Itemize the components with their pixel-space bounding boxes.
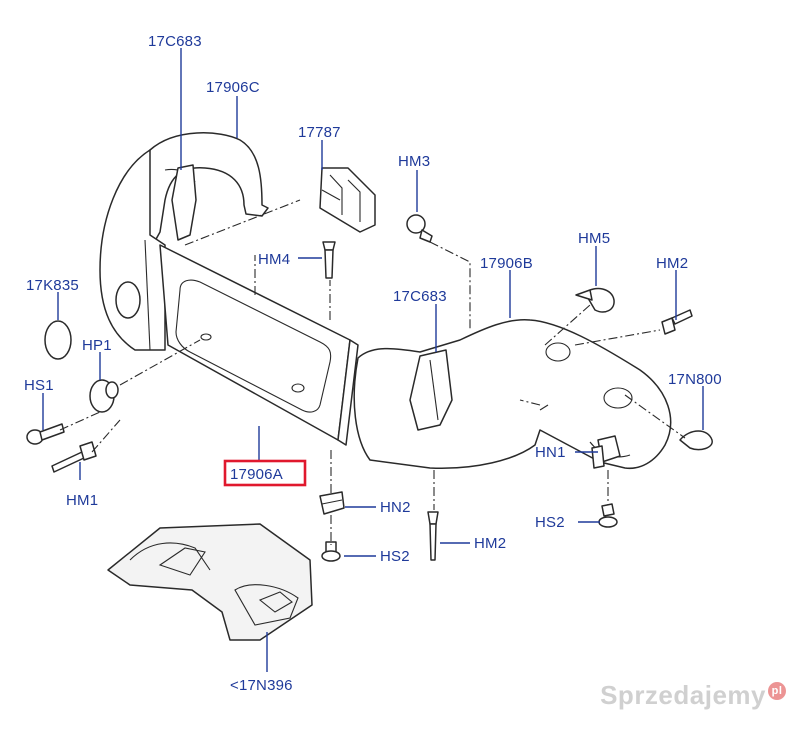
callout-17906C: 17906C <box>206 79 260 96</box>
callout-17N800: 17N800 <box>668 371 722 388</box>
part-17787-clip <box>319 167 376 233</box>
part-17C683-top <box>171 164 197 241</box>
part-HM4-pin <box>322 241 336 279</box>
part-HM3-pin <box>406 214 433 243</box>
part-HM2-right-pin <box>661 309 693 335</box>
part-17N396-tray <box>107 523 313 641</box>
callout-HM2-bottom: HM2 <box>474 535 506 552</box>
callout-HM5: HM5 <box>578 230 610 247</box>
callout-HM3: HM3 <box>398 153 430 170</box>
part-HP1-grommet <box>89 379 119 413</box>
callout-17787: 17787 <box>298 124 341 141</box>
part-HM1-pin <box>51 441 97 473</box>
part-HN2-clip <box>319 491 345 515</box>
part-17N800-pin <box>679 430 713 451</box>
part-17906A-panel <box>159 244 359 446</box>
callout-HN2: HN2 <box>380 499 411 516</box>
watermark-text: Sprzedajemy <box>600 680 766 710</box>
part-HS2-bottom-screw <box>321 541 341 562</box>
part-17K835-trim <box>99 149 166 351</box>
watermark-badge: pl <box>768 682 786 701</box>
callout-17906A: 17906A <box>230 466 283 483</box>
callout-HN1: HN1 <box>535 444 566 461</box>
callout-HS2-bottom: HS2 <box>380 548 410 565</box>
part-17K835-cap <box>44 320 72 360</box>
callout-17906B: 17906B <box>480 255 533 272</box>
callout-HM1: HM1 <box>66 492 98 509</box>
part-17C683-mid <box>409 349 453 431</box>
callout-HM4: HM4 <box>258 251 290 268</box>
part-HS1-screw <box>26 423 65 445</box>
part-HS2-right-screw <box>598 503 618 528</box>
callout-17N396: <17N396 <box>230 677 293 694</box>
callout-HM2-right: HM2 <box>656 255 688 272</box>
assembly-lines <box>59 199 686 545</box>
callout-17K835: 17K835 <box>26 277 79 294</box>
callout-17C683-mid: 17C683 <box>393 288 447 305</box>
part-HM5-pin <box>575 287 615 313</box>
callout-HS2-right: HS2 <box>535 514 565 531</box>
part-HM2-bottom-pin <box>427 511 439 561</box>
callout-HP1: HP1 <box>82 337 112 354</box>
leader-lines <box>42 48 704 672</box>
highlight-box-17906A <box>223 459 307 487</box>
callout-HS1: HS1 <box>24 377 54 394</box>
part-17906B <box>353 319 672 470</box>
callout-17C683-top: 17C683 <box>148 33 202 50</box>
callout-labels: 17C683 17906C 17787 HM3 HM4 17906B 17K83… <box>24 33 722 694</box>
